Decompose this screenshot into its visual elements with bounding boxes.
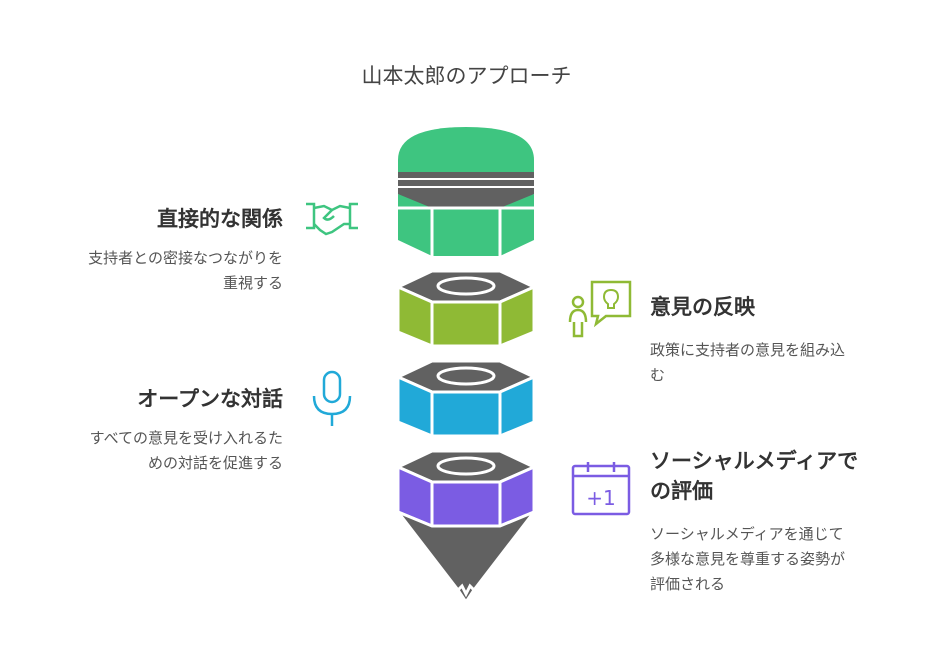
person-idea-icon: [566, 278, 636, 340]
desc-line: 政策に支持者の意見を組み込: [650, 341, 846, 359]
item-desc-social-media: ソーシャルメディアを通じて 多様な意見を尊重する姿勢が 評価される: [650, 522, 845, 597]
pencil-tip: [393, 508, 539, 605]
item-desc-open-dialogue: すべての意見を受け入れるた めの対話を促進する: [90, 426, 283, 476]
desc-line: 多様な意見を尊重する姿勢が: [650, 550, 846, 568]
item-heading-direct-relation: 直接的な関係: [157, 207, 283, 231]
desc-line: む: [650, 366, 666, 384]
segment-olive: [394, 269, 538, 349]
segment-purple: [394, 449, 538, 529]
desc-line: 評価される: [650, 575, 726, 593]
desc-line: すべての意見を受け入れるた: [89, 429, 283, 447]
desc-line: めの対話を促進する: [147, 454, 283, 472]
item-desc-opinion-reflection: 政策に支持者の意見を組み込 む: [650, 338, 845, 388]
segment-blue: [394, 359, 538, 439]
handshake-icon: [302, 196, 362, 240]
segment-green: [398, 127, 534, 256]
item-heading-open-dialogue: オープンな対話: [137, 387, 283, 411]
item-desc-direct-relation: 支持者との密接なつながりを 重視する: [88, 246, 283, 296]
item-heading-opinion-reflection: 意見の反映: [650, 295, 755, 319]
microphone-icon: [308, 368, 356, 428]
heading-line: ソーシャルメディアで: [650, 449, 859, 473]
item-heading-social-media: ソーシャルメディアで の評価: [650, 446, 858, 506]
diagram-title: 山本太郎のアプローチ: [361, 64, 572, 88]
desc-line: 重視する: [222, 274, 283, 292]
desc-line: 支持者との密接なつながりを: [88, 249, 283, 267]
plus-one-text: +1: [586, 486, 615, 510]
heading-line: の評価: [650, 479, 713, 503]
desc-line: ソーシャルメディアを通じて: [650, 525, 844, 543]
calendar-plus-one-icon: +1: [570, 460, 632, 518]
